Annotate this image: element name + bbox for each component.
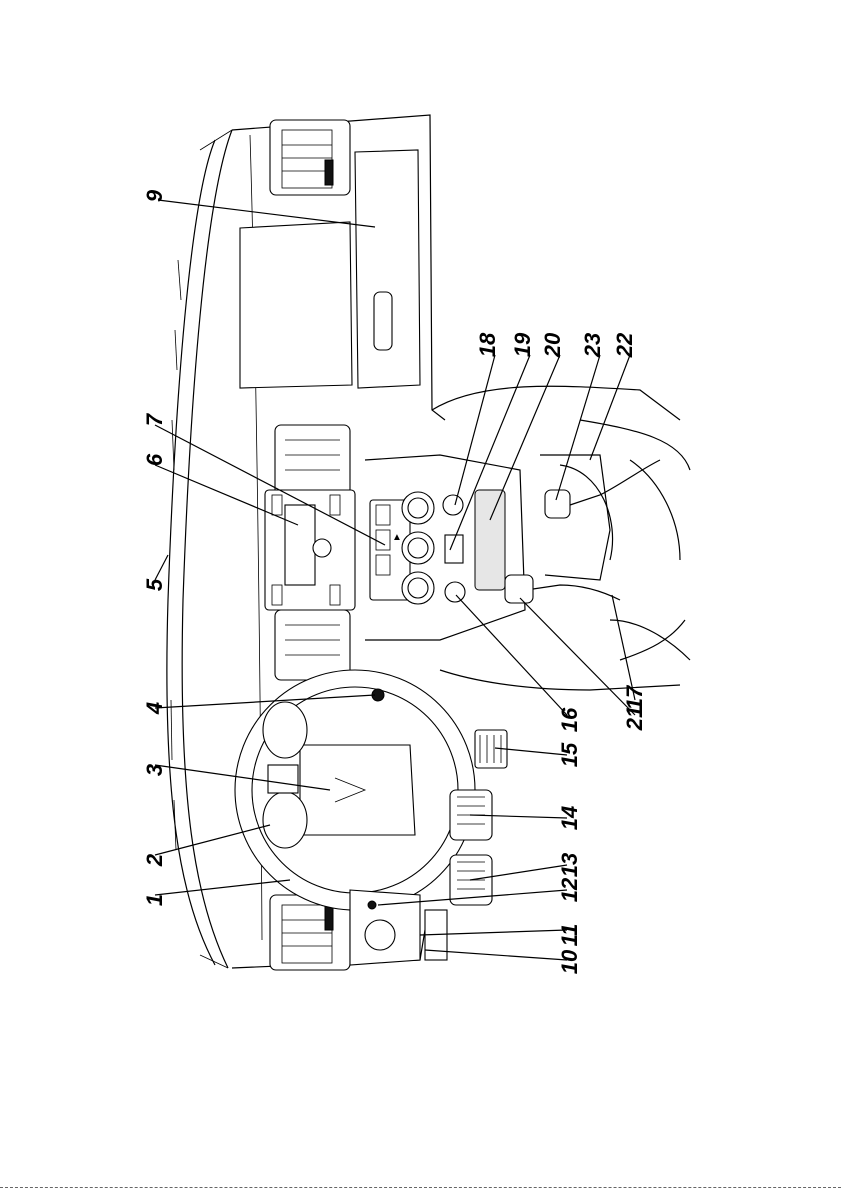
svg-text:▲: ▲: [392, 532, 402, 543]
right-air-vent: [270, 120, 350, 195]
callout-11: 11: [557, 924, 582, 947]
defroster-slots: [171, 260, 181, 850]
callout-18: 18: [475, 332, 500, 357]
callout-4: 4: [142, 702, 167, 715]
callout-10: 10: [557, 949, 582, 974]
floor-and-seats: [560, 460, 685, 660]
page-bottom-rule: [0, 1187, 841, 1188]
climate-control-knobs: [402, 492, 434, 604]
callout-20: 20: [540, 332, 565, 358]
callout-12: 12: [557, 877, 582, 902]
callout-17: 17: [622, 684, 647, 710]
callout-14: 14: [557, 806, 582, 830]
callout-6: 6: [142, 453, 167, 466]
callout-9: 9: [142, 189, 167, 202]
callout-13: 13: [557, 853, 582, 877]
transfer-case-lever: [545, 460, 660, 518]
callout-1: 1: [142, 894, 167, 906]
callout-7: 7: [142, 412, 167, 426]
callout-2: 2: [142, 853, 167, 867]
callout-22: 22: [612, 332, 637, 358]
callout-5: 5: [142, 578, 167, 591]
callout-23: 23: [580, 333, 605, 358]
console-tunnel: [540, 420, 690, 660]
callout-3: 3: [142, 764, 167, 776]
callout-19: 19: [510, 332, 535, 357]
callout-15: 15: [557, 742, 582, 767]
gear-shift-lever: [505, 575, 620, 603]
audio-head-unit: [265, 490, 355, 610]
callout-16: 16: [557, 707, 582, 732]
